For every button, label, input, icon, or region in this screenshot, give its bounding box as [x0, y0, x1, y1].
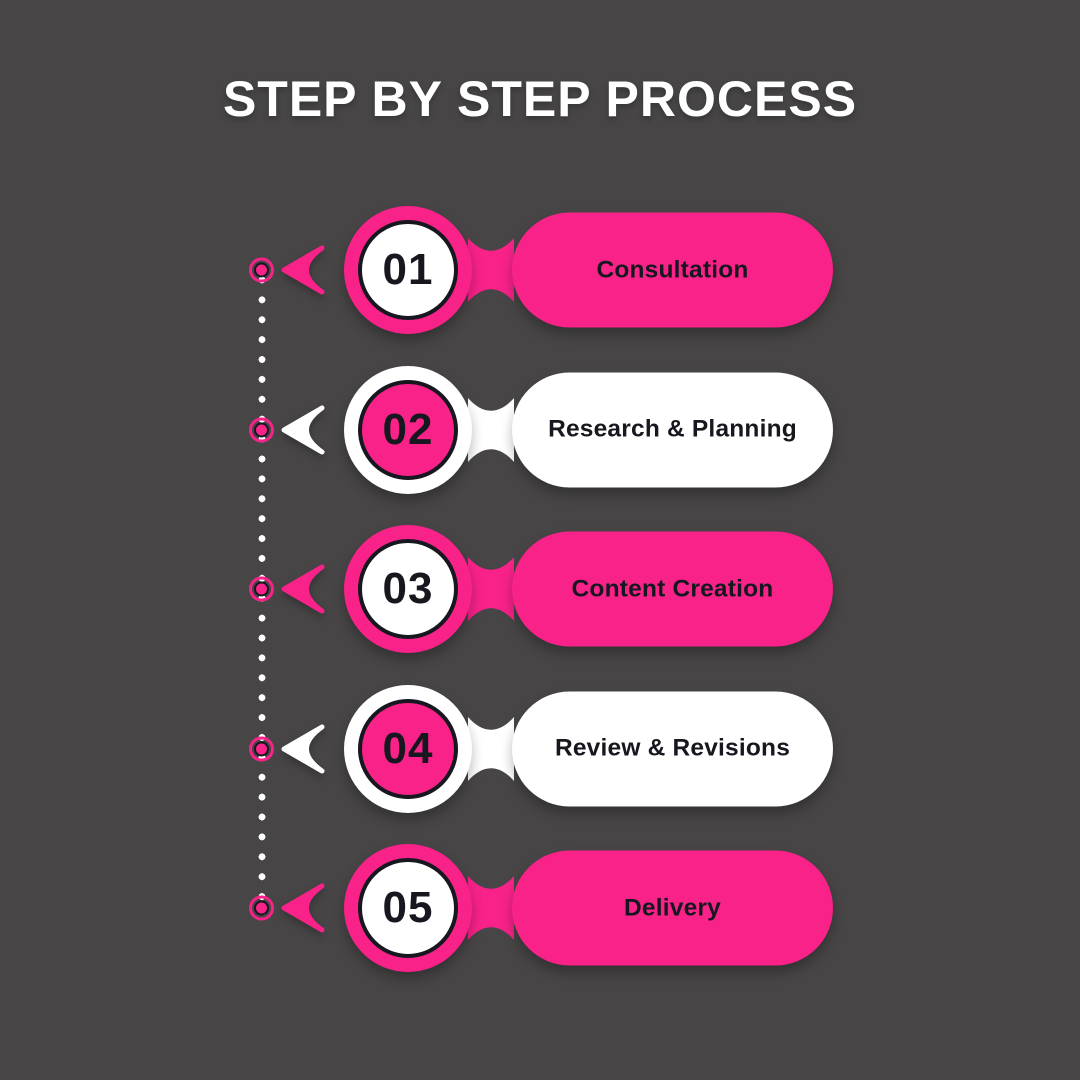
step-label-pill: Review & Revisions	[512, 691, 833, 806]
step-number-circle: 04	[358, 698, 458, 799]
arrow-left-icon	[281, 245, 325, 295]
step-number: 01	[382, 245, 434, 294]
timeline-node-dot	[249, 417, 274, 442]
arrow-left-icon	[281, 883, 325, 933]
arrow-left-icon	[281, 724, 325, 773]
timeline-node-core	[254, 262, 269, 278]
step-label: Delivery	[624, 894, 721, 921]
timeline-node-dot	[249, 576, 274, 602]
step-number: 02	[382, 404, 434, 454]
arrow-left-icon	[281, 405, 325, 454]
timeline-node-dot	[249, 257, 274, 283]
step-number: 04	[382, 723, 434, 773]
step-number-badge: 02	[344, 365, 472, 494]
step-label: Consultation	[596, 256, 749, 283]
step-number-circle: 01	[358, 220, 458, 320]
step-label: Content Creation	[571, 575, 774, 602]
timeline-node-dot	[249, 736, 274, 761]
step-label-pill: Content Creation	[512, 531, 833, 647]
connector-neck	[468, 876, 514, 940]
timeline-node-core	[254, 422, 269, 437]
step-number-circle: 03	[358, 539, 458, 639]
step-number-badge: 01	[344, 206, 472, 334]
connector-neck	[468, 716, 514, 781]
step-number-badge: 05	[344, 844, 472, 972]
timeline-node-dot	[249, 895, 274, 921]
timeline-node-core	[254, 900, 269, 916]
step-number-circle: 02	[358, 379, 458, 480]
step-number: 03	[382, 564, 434, 613]
connector-neck	[468, 397, 514, 462]
step-label-pill: Consultation	[512, 212, 833, 328]
connector-neck	[468, 557, 514, 621]
page-title: STEP BY STEP PROCESS	[222, 71, 858, 127]
step-number: 05	[382, 883, 434, 932]
step-label-pill: Research & Planning	[512, 372, 833, 487]
step-label-pill: Delivery	[512, 850, 833, 966]
step-number-circle: 05	[358, 858, 458, 958]
step-label: Review & Revisions	[554, 734, 791, 762]
step-number-badge: 03	[344, 525, 472, 653]
arrow-left-icon	[281, 564, 325, 614]
connector-neck	[468, 238, 514, 302]
timeline-node-core	[254, 581, 269, 597]
step-label: Research & Planning	[548, 415, 797, 443]
timeline-node-core	[254, 741, 269, 756]
step-number-badge: 04	[344, 684, 472, 813]
